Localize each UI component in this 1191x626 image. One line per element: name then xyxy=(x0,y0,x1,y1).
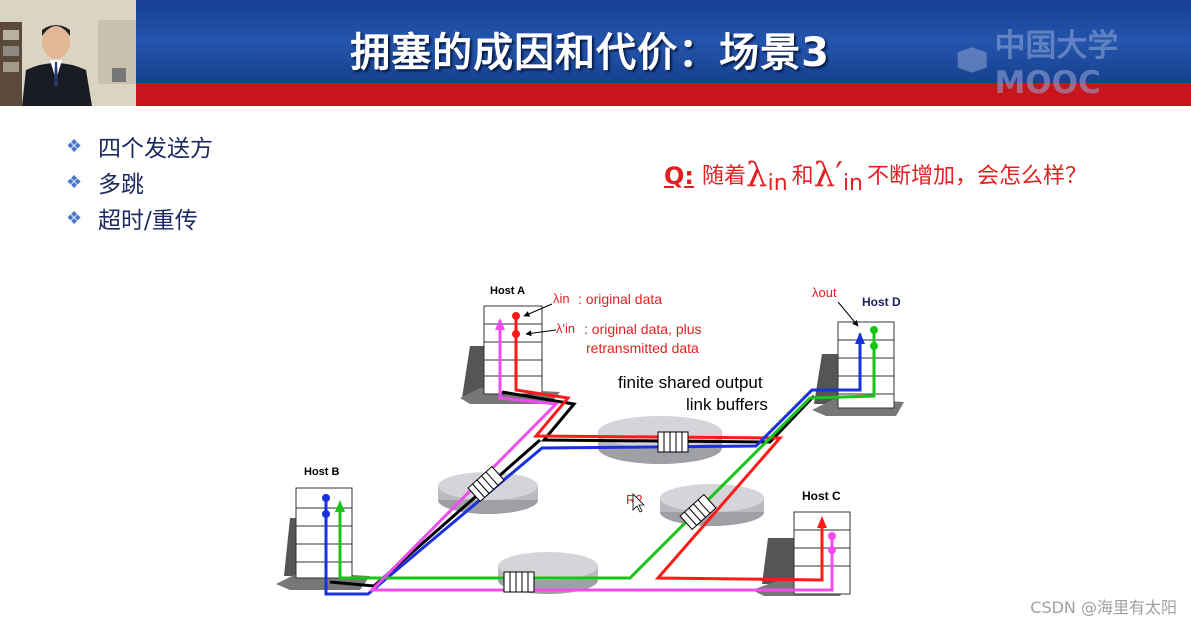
diamond-bullet-icon: ❖ xyxy=(66,171,83,193)
diamond-bullet-icon: ❖ xyxy=(66,207,83,229)
slide-title: 拥塞的成因和代价：场景3 xyxy=(350,30,830,76)
flow-blue-endpoint xyxy=(322,494,330,502)
bullet-list: ❖ 四个发送方 ❖ 多跳 ❖ 超时/重传 xyxy=(66,128,213,236)
lambda-in-subscript: in xyxy=(767,171,788,196)
bullet-item: ❖ 四个发送方 xyxy=(66,128,213,164)
lambda-prime-description-2: retransmitted data xyxy=(586,340,699,356)
flow-green-path xyxy=(338,332,876,580)
header-red-band xyxy=(136,83,1191,106)
csdn-watermark: CSDN @海里有太阳 xyxy=(1030,598,1177,617)
flow-green-endpoint xyxy=(870,342,878,350)
mooc-logo-icon xyxy=(957,47,987,73)
buffer-left xyxy=(467,465,505,503)
buffer-label-line2: link buffers xyxy=(686,395,768,414)
buffer-bottom xyxy=(503,571,535,593)
flow-magenta-path xyxy=(368,320,834,592)
lambda-in-arrow xyxy=(523,303,553,317)
host-c-computer xyxy=(752,511,851,596)
lambda-prime-in-symbol: λ′ xyxy=(813,155,843,195)
bullet-text: 多跳 xyxy=(98,172,144,198)
question-text-1: 随着 xyxy=(702,164,747,189)
host-d-label: Host D xyxy=(862,295,901,309)
flow-green-endpoint xyxy=(870,326,878,334)
lambda-prime-description-1: : original data, plus xyxy=(584,321,702,337)
question-line: Q: 随着 λ in 和 λ′ in 不断增加，会怎么样？ xyxy=(664,140,1088,196)
mouse-cursor-icon xyxy=(632,493,645,513)
bullet-text: 四个发送方 xyxy=(98,136,213,162)
host-a-label: Host A xyxy=(490,285,525,297)
link-black xyxy=(501,390,816,444)
lambda-in-symbol: λ xyxy=(746,155,768,195)
diamond-bullet-icon: ❖ xyxy=(66,135,83,157)
lambda-prime-in-subscript: in xyxy=(842,171,863,196)
host-a-computer xyxy=(460,305,560,404)
arrow-up-icon xyxy=(495,318,505,330)
lambda-out-arrow xyxy=(837,301,859,327)
mooc-logo-text: 中国大学MOOC xyxy=(994,27,1119,101)
flow-blue-path xyxy=(324,334,862,596)
question-label: Q: xyxy=(664,162,694,190)
arrow-up-icon xyxy=(817,516,827,528)
lambda-prime-arrow xyxy=(525,329,557,337)
bullet-item: ❖ 多跳 xyxy=(66,164,213,200)
question-connector: 和 xyxy=(791,164,814,189)
host-c-label: Host C xyxy=(802,489,841,503)
host-b-label: Host B xyxy=(304,466,340,478)
flow-red-endpoint xyxy=(512,330,520,338)
lambda-in-description: : original data xyxy=(578,291,662,307)
host-d-computer xyxy=(812,321,904,416)
lambda-prime-in-label: λ'in xyxy=(556,321,575,336)
mooc-logo: 中国大学MOOC xyxy=(956,28,1191,101)
arrow-up-icon xyxy=(335,500,345,512)
lambda-out-label: λout xyxy=(812,285,837,300)
host-b-computer xyxy=(276,487,370,590)
buffer-top xyxy=(657,431,689,453)
lambda-in-label: λin xyxy=(553,291,570,306)
buffer-right xyxy=(679,493,717,531)
flow-magenta-endpoint xyxy=(828,546,836,554)
question-text-2: 不断增加，会怎么样？ xyxy=(867,164,1088,189)
flow-red-endpoint xyxy=(512,312,520,320)
buffer-label-line1: finite shared output xyxy=(618,373,763,392)
bullet-item: ❖ 超时/重传 xyxy=(66,200,213,236)
presenter-video xyxy=(0,0,136,106)
flow-magenta-endpoint xyxy=(828,532,836,540)
arrow-up-icon xyxy=(855,332,865,344)
flow-blue-endpoint xyxy=(322,510,330,518)
header-blue-band xyxy=(136,0,1191,83)
bullet-text: 超时/重传 xyxy=(98,208,198,234)
